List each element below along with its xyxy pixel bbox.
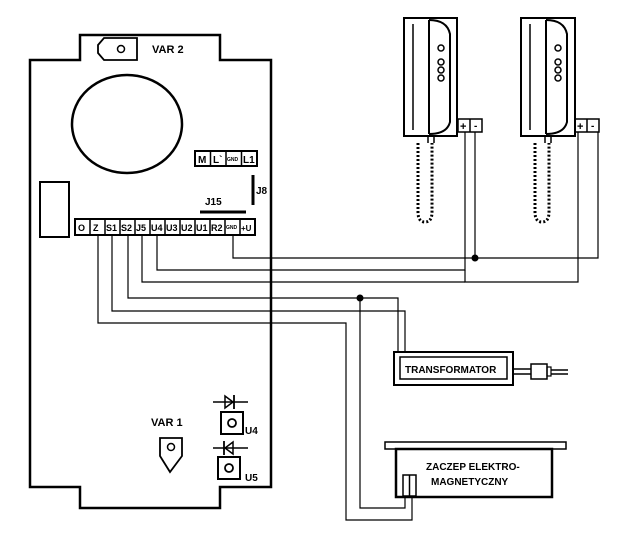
- bottom-terminal-block: [74, 218, 256, 236]
- terminal-u4: U4: [151, 223, 163, 233]
- terminal-gnd: GND: [226, 225, 238, 231]
- var2-potentiometer: [97, 37, 138, 61]
- lock-label-line1: ZACZEP ELEKTRO-: [426, 462, 520, 473]
- u4-button: [220, 411, 244, 435]
- top-terminal-1: L`: [213, 155, 222, 166]
- terminal-u3: U3: [166, 223, 178, 233]
- u5-button: [217, 456, 241, 480]
- wire-s2-transformer: [360, 297, 399, 352]
- j15-label: J15: [205, 197, 222, 208]
- handset-left: [403, 17, 458, 224]
- wire-gnd: [232, 132, 599, 259]
- terminal-s2: S2: [121, 223, 132, 233]
- wire-s2-lock: [359, 298, 406, 509]
- u5-label: U5: [245, 473, 258, 484]
- wire-s2: [127, 235, 360, 299]
- u4-diode-icon: [213, 394, 248, 410]
- u5-diode-icon: [213, 440, 248, 456]
- terminal-s1: S1: [106, 223, 117, 233]
- transformer-label: TRANSFORMATOR: [405, 365, 497, 376]
- handset-left-terminal: [457, 118, 483, 133]
- transformer-inner: [399, 356, 508, 380]
- junction-dot-top: [471, 254, 479, 262]
- handset-right-terminal: [574, 118, 600, 133]
- terminal-j5: J5: [136, 223, 146, 233]
- power-plug-icon: [513, 363, 568, 380]
- terminal-u1: U1: [196, 223, 208, 233]
- top-terminal-block: [194, 150, 258, 167]
- panel-outline: [28, 33, 273, 510]
- top-terminal-2: GND: [227, 157, 239, 163]
- speaker: [70, 73, 184, 175]
- terminal-u2: U2: [181, 223, 193, 233]
- handset-right-minus: -: [591, 121, 594, 132]
- u4-label: U4: [245, 426, 258, 437]
- terminal-r2: R2: [211, 223, 223, 233]
- wire-u4-right-plus: [464, 132, 579, 283]
- handset-right: [520, 17, 576, 224]
- top-terminal-3: L1: [243, 155, 255, 166]
- handset-right-plus: +: [577, 121, 583, 133]
- var2-label: VAR 2: [152, 44, 184, 56]
- terminal-o: O: [78, 223, 85, 233]
- j8-label: J8: [256, 186, 268, 197]
- lock-label-line2: MAGNETYCZNY: [431, 477, 509, 488]
- terminal-z: Z: [93, 223, 99, 233]
- junction-dot-mid: [356, 294, 364, 302]
- var1-potentiometer: [159, 437, 183, 474]
- wires: [97, 132, 599, 521]
- wire-j5: [141, 235, 465, 283]
- wire-u4: [156, 132, 466, 271]
- handset-left-minus: -: [474, 121, 477, 132]
- var1-label: VAR 1: [151, 417, 183, 429]
- lock-device: [384, 441, 567, 499]
- terminal-plus-u: +U: [241, 224, 252, 233]
- wire-s1: [111, 235, 406, 352]
- side-component: [39, 181, 70, 238]
- top-terminal-0: M: [198, 155, 206, 166]
- wire-z: [97, 235, 413, 521]
- handset-left-plus: +: [460, 121, 466, 133]
